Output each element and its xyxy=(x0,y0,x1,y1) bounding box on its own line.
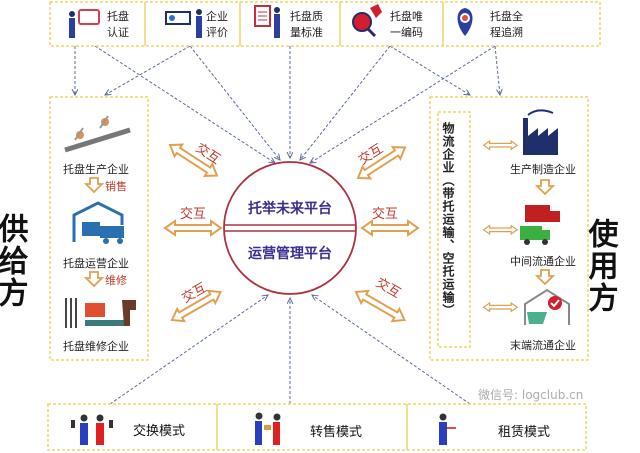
mode-label: 交换模式 xyxy=(133,423,185,439)
factory-icon xyxy=(523,109,558,155)
trucks-icon xyxy=(520,205,560,245)
logistics-label: 物流企业（带托运输、空托运输） xyxy=(441,121,455,317)
mode-label: 租赁模式 xyxy=(498,425,550,440)
maintainer-label: 托盘维修企业 xyxy=(63,339,129,353)
watermark: 微信号: logclub.cn xyxy=(478,388,583,402)
interaction-label: 交互 xyxy=(372,206,398,222)
supply-title: 供给方 xyxy=(0,213,30,309)
platform-bottom-label: 运营管理平台 xyxy=(248,245,332,262)
service-label: 托盘质 xyxy=(290,9,323,23)
location-pin-icon xyxy=(457,8,473,36)
use-side: 使用方 物流企业（带托运输、空托运输） 生产制造企业 中间流通企业 末端流通企业 xyxy=(429,96,620,361)
interaction-label: 交互 xyxy=(373,275,404,302)
service-label: 认证 xyxy=(107,26,129,39)
presentation-person-icon xyxy=(165,9,202,38)
interaction-label: 交互 xyxy=(180,206,206,222)
supply-side: 供给方 托盘生产企业 销售 托盘运营企业 维修 托盘维修企业 xyxy=(0,96,149,361)
rental-person-icon xyxy=(439,413,456,445)
platform-top-label: 托举未来平台 xyxy=(248,200,332,217)
home-delivery-icon xyxy=(524,288,570,325)
dashed-connectors xyxy=(75,45,500,405)
repair-tools-icon xyxy=(65,298,136,328)
service-label: 量标准 xyxy=(290,25,323,39)
service-label: 托盘唯 xyxy=(390,9,423,23)
intermediate-label: 中间流通企业 xyxy=(510,254,576,268)
service-label: 评价 xyxy=(206,26,228,39)
service-label: 程追溯 xyxy=(490,25,523,39)
mode-label: 转售模式 xyxy=(310,424,362,440)
repair-label: 维修 xyxy=(105,273,127,287)
magnifier-tag-icon xyxy=(352,4,382,38)
top-services-bar: 托盘 认证 企业 评价 托盘质 量标准 托盘唯 一编码 托盘全 程追溯 xyxy=(49,1,601,47)
sale-label: 销售 xyxy=(105,179,127,193)
exchange-people-icon xyxy=(71,414,113,445)
certificate-person-icon xyxy=(69,9,100,38)
service-label: 企业 xyxy=(206,9,228,23)
terminal-label: 末端流通企业 xyxy=(510,338,576,352)
handover-people-icon xyxy=(255,412,281,445)
service-label: 托盘 xyxy=(107,9,129,23)
operator-label: 托盘运营企业 xyxy=(63,256,129,270)
warehouse-truck-icon xyxy=(72,201,124,244)
modes-bar: 交换模式 转售模式 租赁模式 xyxy=(47,403,587,451)
production-line-icon xyxy=(64,115,131,153)
platform-circle: 托举未来平台 运营管理平台 xyxy=(223,161,357,295)
service-label: 一编码 xyxy=(390,25,423,39)
manufacturer-label: 生产制造企业 xyxy=(510,162,576,176)
document-person-icon xyxy=(254,5,280,38)
service-label: 托盘全 xyxy=(490,9,523,23)
producer-label: 托盘生产企业 xyxy=(63,162,129,176)
